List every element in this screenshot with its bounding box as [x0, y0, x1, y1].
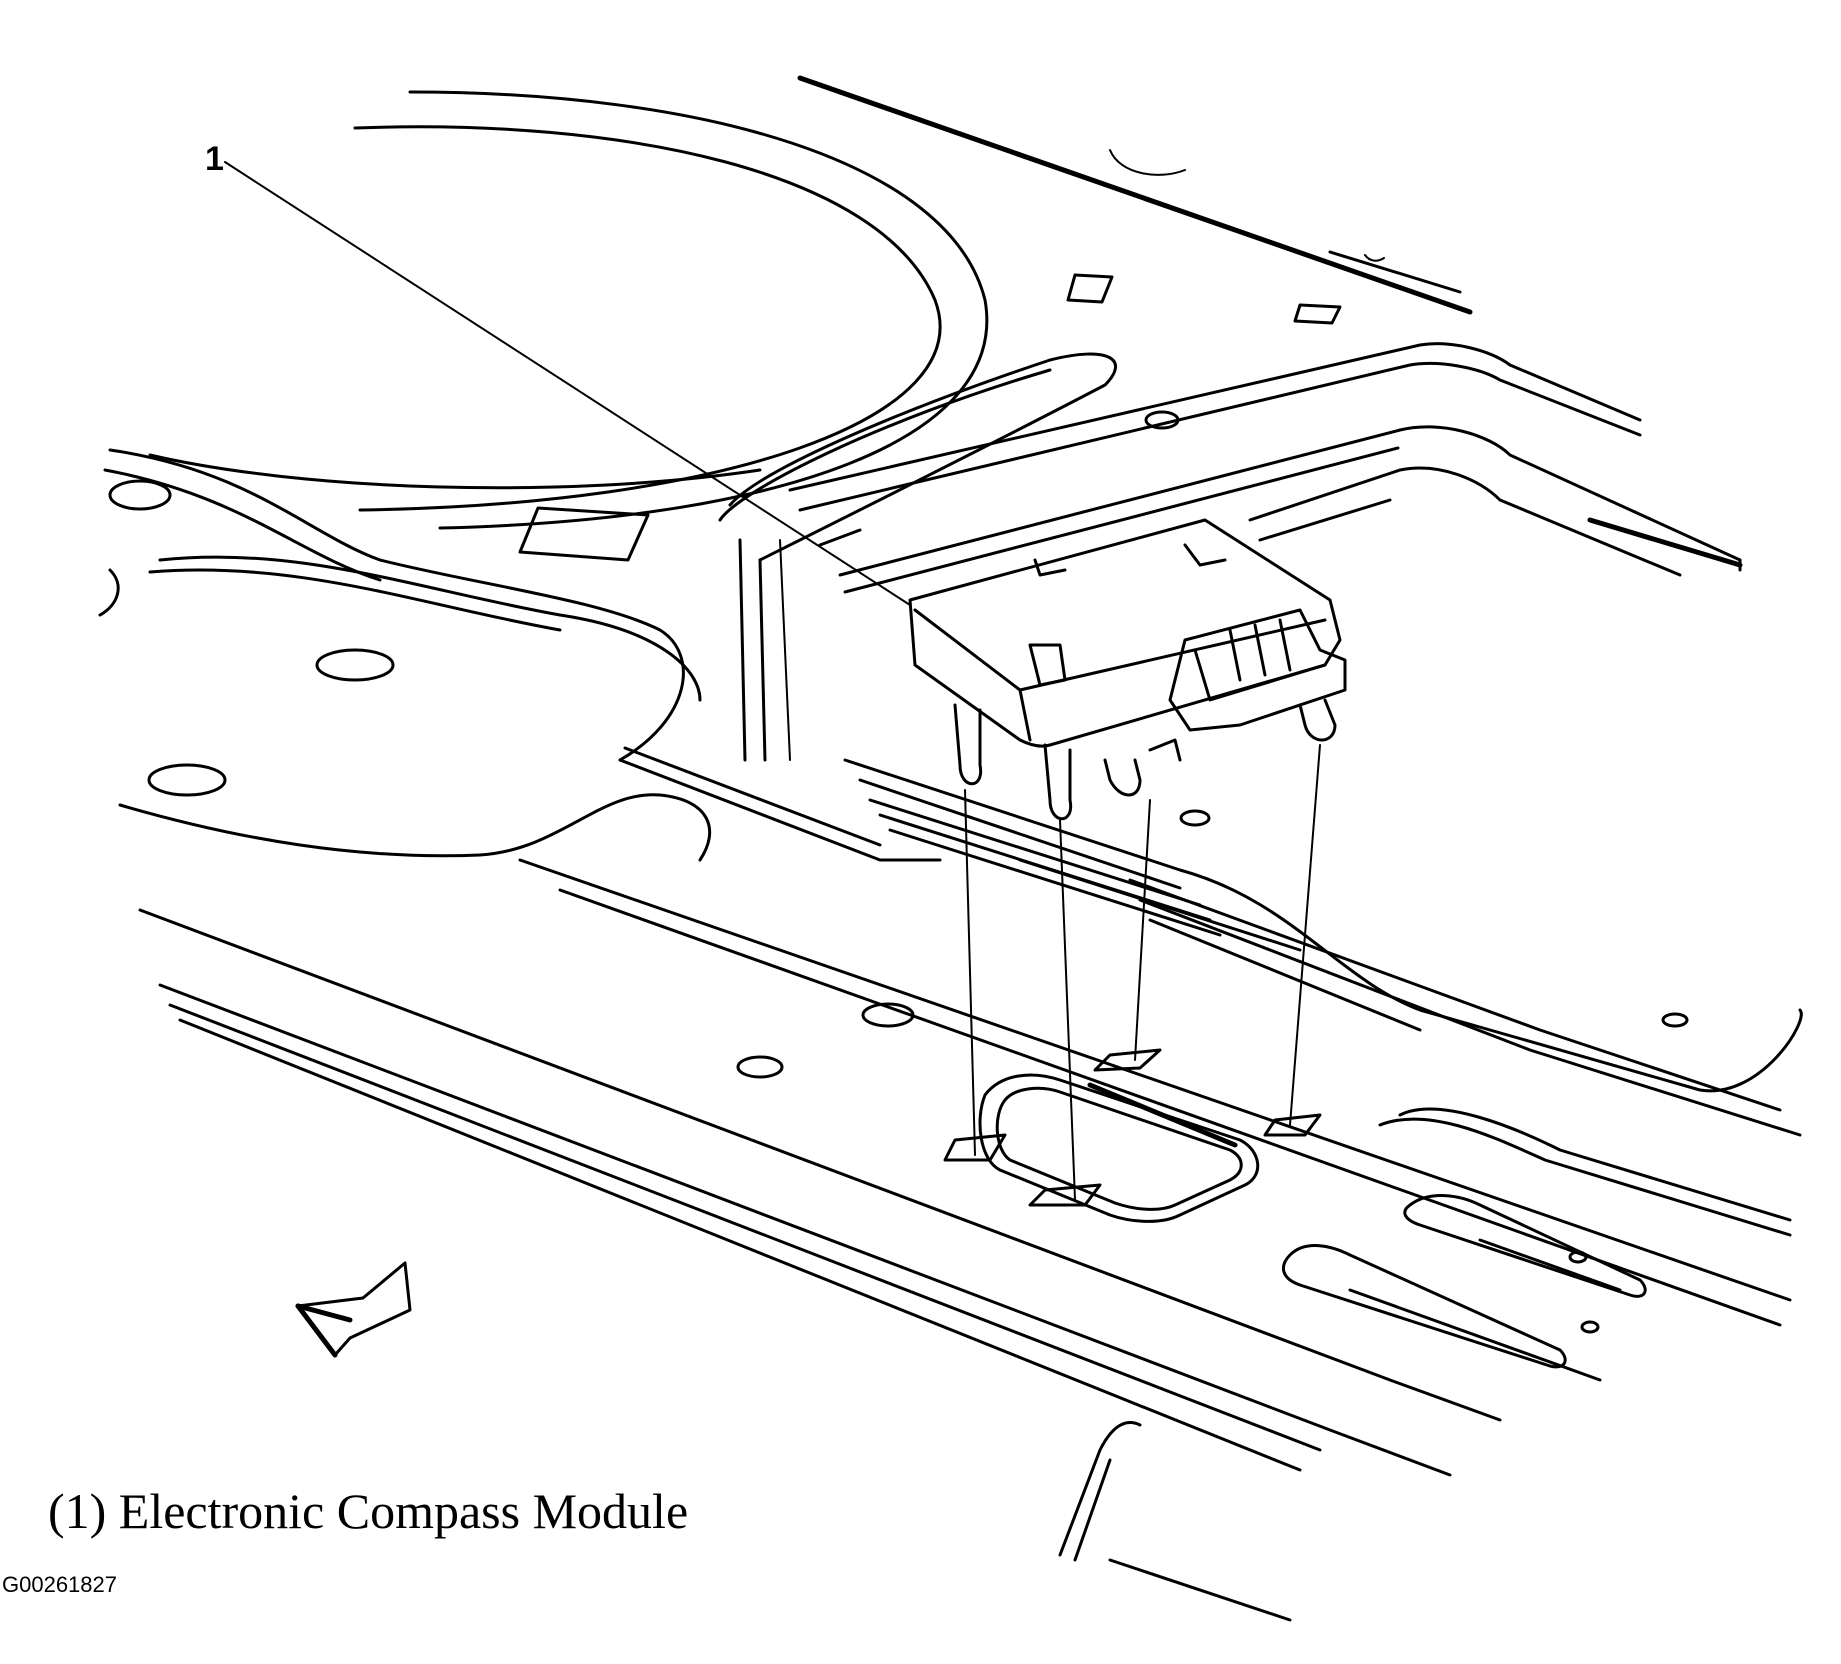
- compass-module: [908, 518, 1347, 821]
- callout-leader-line: [224, 161, 911, 606]
- legend-caption: (1) Electronic Compass Module: [48, 1483, 689, 1539]
- alignment-lines: [964, 744, 1321, 1201]
- figure-id: G00261827: [2, 1572, 117, 1597]
- roof-panel: [98, 75, 1803, 1622]
- front-arrow-icon: [295, 1261, 412, 1358]
- mounting-slots: [943, 1048, 1322, 1207]
- callout-number: 1: [205, 140, 224, 178]
